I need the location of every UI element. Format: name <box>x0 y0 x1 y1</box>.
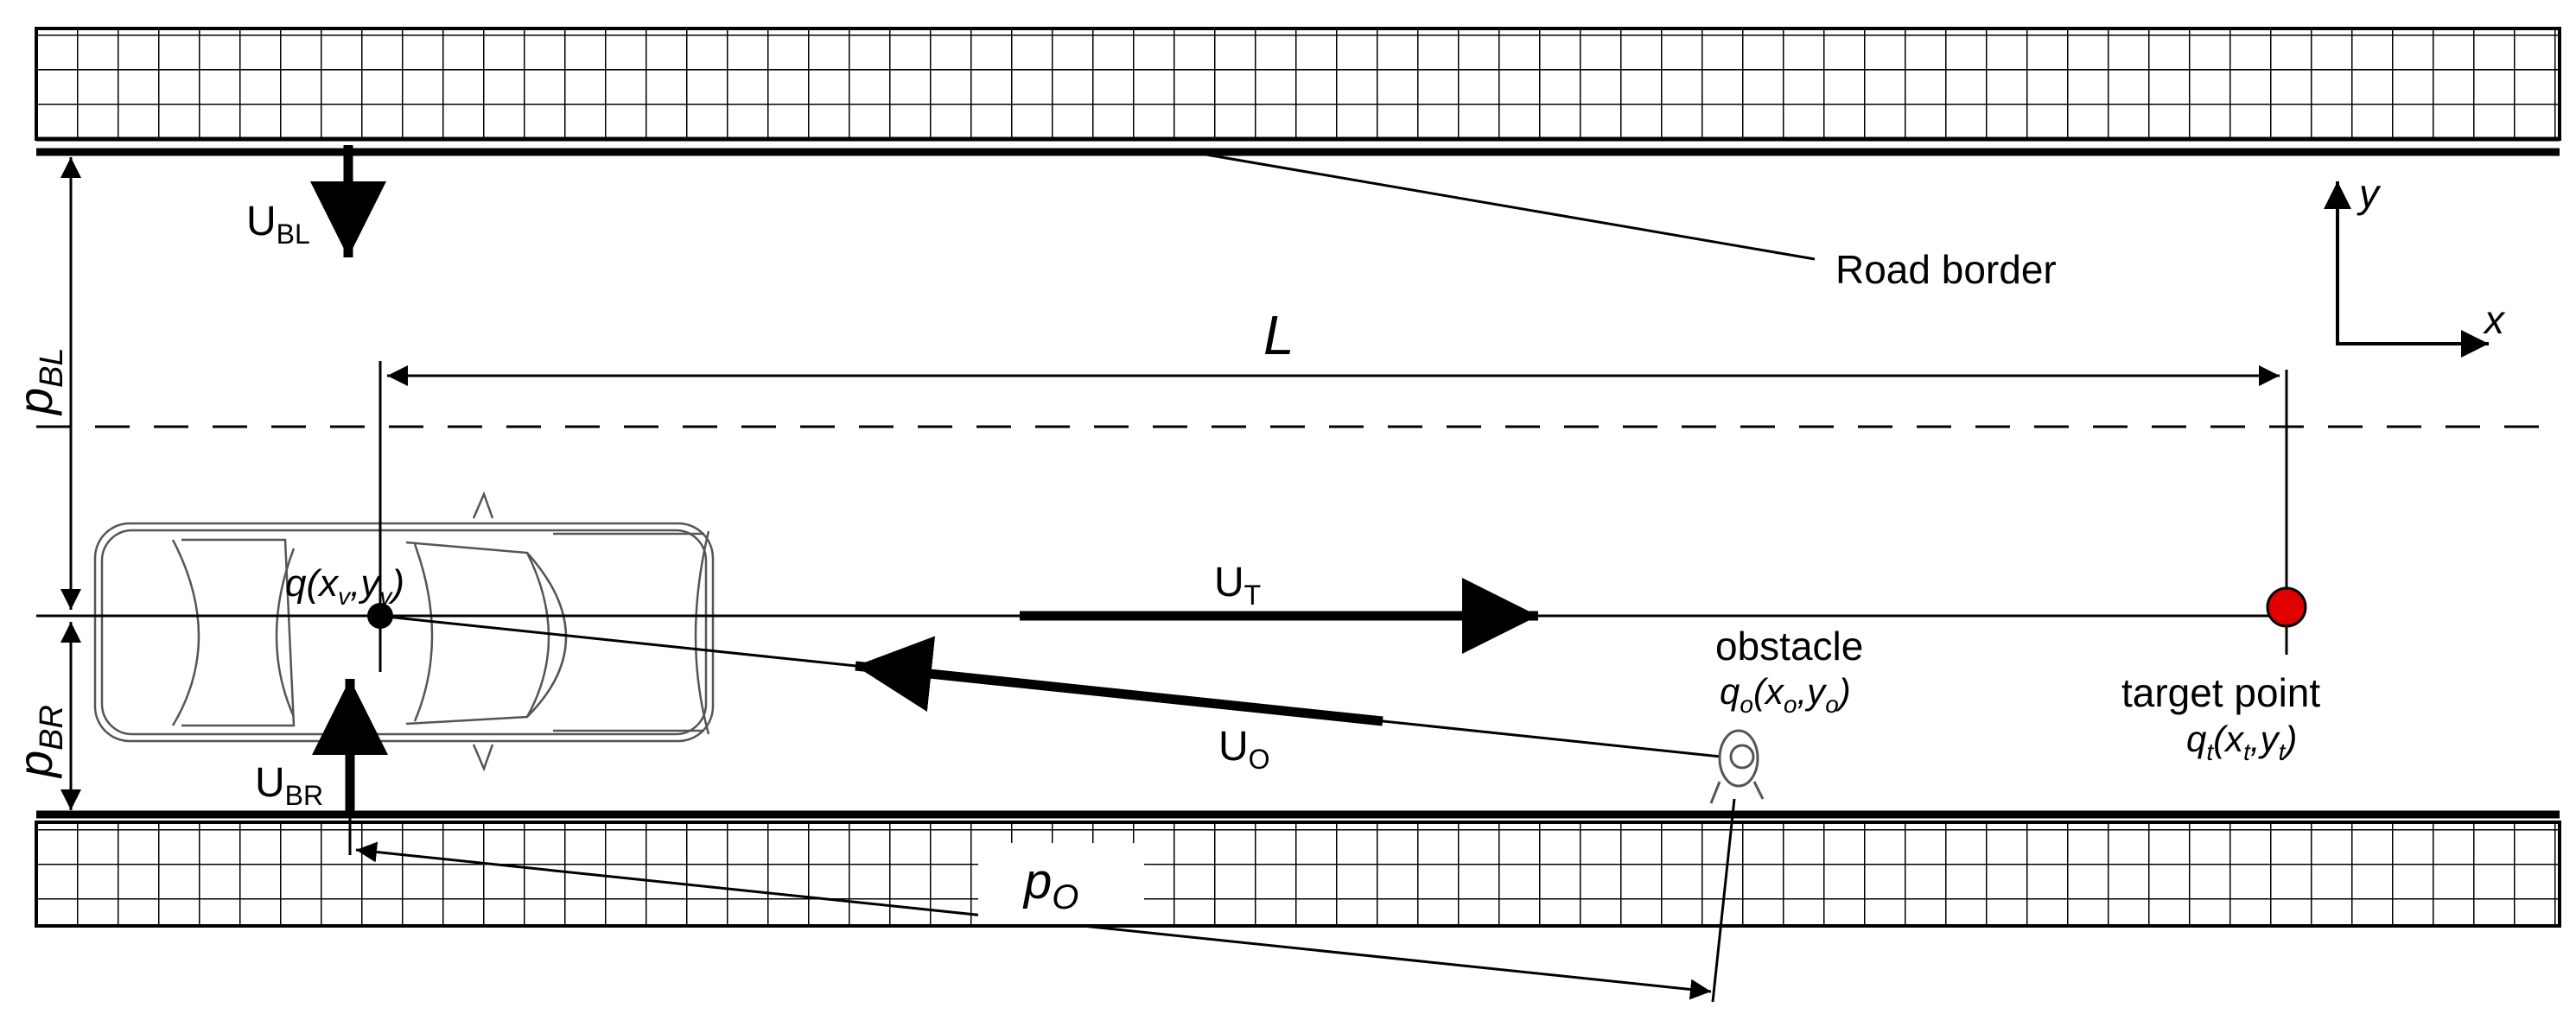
label-axis-y: y <box>2357 171 2382 216</box>
p-o-label-bg <box>978 843 1144 924</box>
vehicle-point <box>367 603 393 629</box>
top-road-border <box>35 27 2561 156</box>
label-p-bl: pBL <box>8 347 70 416</box>
label-vehicle-position: q(xv,yv) <box>285 562 404 610</box>
label-u-t: UT <box>1214 560 1261 611</box>
label-target-position: qt(xt,yt) <box>2186 719 2297 765</box>
obstacle-pedestrian-icon <box>1709 729 1765 804</box>
label-target-point: target point <box>2121 670 2320 715</box>
label-obstacle: obstacle <box>1715 624 1863 669</box>
axis-indicator <box>2324 181 2489 358</box>
bottom-road-border <box>35 810 2561 928</box>
label-u-bl: UBL <box>246 199 310 250</box>
label-road-border: Road border <box>1835 247 2057 292</box>
label-obstacle-position: qo(xo,yo) <box>1720 671 1851 718</box>
obstacle-reference-line <box>1711 798 1736 1003</box>
label-axis-x: x <box>2483 297 2506 342</box>
label-u-br: UBR <box>255 760 323 811</box>
road-border-leader-line <box>1200 152 1816 261</box>
target-point <box>2266 586 2307 628</box>
label-p-o: pO <box>1022 853 1078 916</box>
label-p-br: pBR <box>8 705 70 779</box>
label-length-l: L <box>1263 304 1294 366</box>
label-u-o: UO <box>1218 724 1270 775</box>
vehicle-car-icon <box>93 491 715 772</box>
uo-arrow <box>855 636 1383 726</box>
